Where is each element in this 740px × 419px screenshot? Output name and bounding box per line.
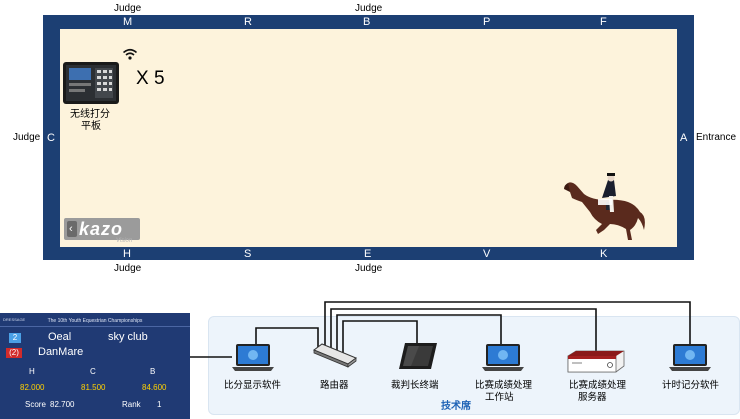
server-icon [567,350,625,373]
rank-label: Rank [122,400,141,409]
scoreboard-title: The 10th Youth Equestrian Championships [47,318,143,324]
device-timing-label: 计时记分软件 [662,380,720,391]
kazo-logo: ‹ kazo Vision [64,218,140,246]
device-display-label: 比分显示软件 [224,380,282,391]
letter-c: C [47,132,55,144]
device-workstation-label-line2: 工作站 [485,392,514,403]
arena-sand [60,29,677,247]
judge-b-header: B [150,367,156,376]
timing-laptop-icon [669,344,711,371]
row1-club: sky club [108,331,148,343]
logo-sub: Vision [116,238,133,244]
judge-label-e: Judge [355,263,383,274]
wifi-icon [122,48,138,60]
score-b: 84.600 [142,383,167,392]
display-laptop-icon [232,344,274,371]
rank-value: 1 [157,400,162,409]
letter-a: A [680,132,688,144]
row2-badge: (2) [6,348,22,358]
letter-v: V [483,248,491,260]
device-workstation-label-line1: 比赛成绩处理 [475,380,533,391]
score-h: 82.000 [20,383,45,392]
letter-k: K [600,248,608,260]
router-icon [312,343,358,368]
tablet-caption-line1: 无线打分 [70,109,110,120]
letter-f: F [600,16,607,28]
device-server-label-line1: 比赛成绩处理 [569,380,627,391]
scoreboard-header-left: DRESSAGE [3,317,26,322]
entrance-label: Entrance [696,132,737,143]
horse-rider-icon [564,173,645,240]
tech-area-title: 技术席 [441,401,471,412]
row1-name: Oeal [48,331,72,343]
device-judge-terminal-label: 裁判长终端 [391,380,439,391]
letter-e: E [364,248,372,260]
total-score-value: 82.700 [50,400,75,409]
scoreboard-panel: DRESSAGE The 10th Youth Equestrian Champ… [0,313,190,419]
judge-label-m: Judge [114,3,142,14]
score-c: 81.500 [81,383,106,392]
judge-h-header: H [29,367,35,376]
device-server-label-line2: 服务器 [578,392,607,403]
letter-s: S [244,248,252,260]
judge-c-header: C [90,367,96,376]
row1-badge: 2 [9,333,21,343]
letter-b: B [363,16,371,28]
letter-m: M [123,16,133,28]
tech-area-panel [208,316,740,415]
logo-text: kazo [79,219,124,239]
tablet-multiplier: X 5 [136,68,165,89]
tablet-caption-line2: 平板 [81,121,101,132]
row2-name: DanMare [38,346,84,358]
judge-label-c: Judge [13,132,41,143]
letter-h: H [123,248,131,260]
judge-label-b: Judge [355,3,383,14]
workstation-laptop-icon [482,344,524,371]
letter-p: P [483,16,491,28]
tablet-icon [63,62,119,104]
judge-label-h: Judge [114,263,142,274]
letter-r: R [244,16,252,28]
total-score-label: Score [25,400,46,409]
device-router-label: 路由器 [320,380,349,391]
judge-terminal-icon [399,343,437,369]
